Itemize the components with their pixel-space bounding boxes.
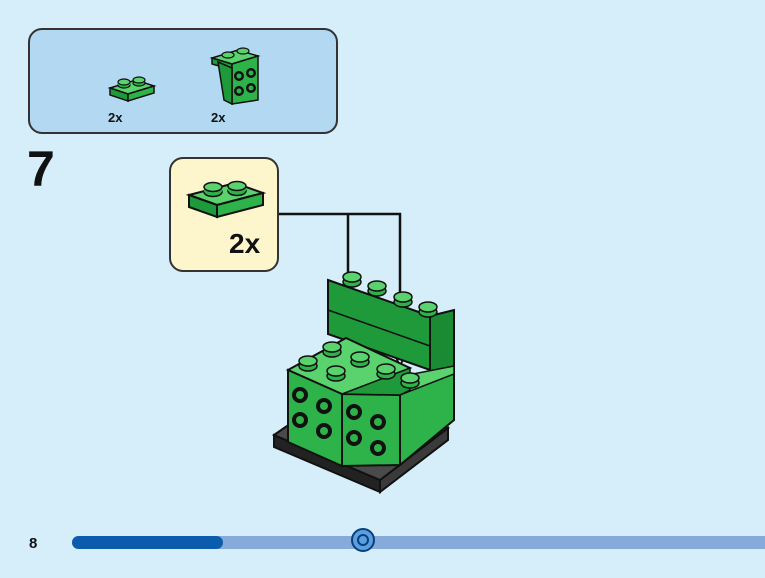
step-number: 7 [27,141,55,197]
part-quantity: 2x [108,110,123,125]
progress-fill [72,536,223,549]
bracket-1x2-2x2-green-icon [209,47,261,106]
callout-box: 2x [169,157,279,272]
parts-list-box: 2x 2x [28,28,338,134]
callout-quantity: 2x [229,228,261,259]
plate-1x2-green-icon [107,76,157,103]
assembled-model [271,271,455,495]
part-quantity: 2x [211,110,226,125]
progress-bar [72,528,765,552]
progress-knob [351,528,375,552]
plate-1x2-green-icon [185,180,267,219]
page-number: 8 [29,535,38,552]
